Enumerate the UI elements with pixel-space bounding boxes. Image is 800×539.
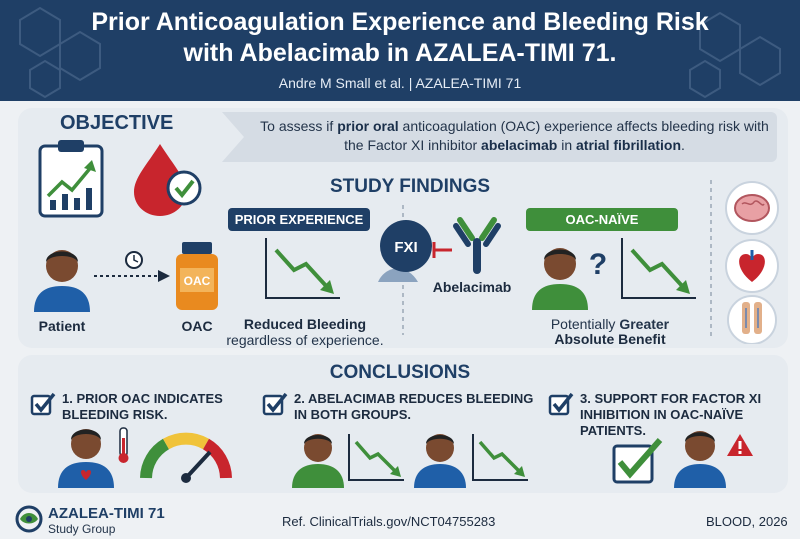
objective-heading: OBJECTIVE [60,112,174,134]
naive-declining-trend-icon [621,238,696,299]
check-box-icon [262,392,288,416]
prior-result-title: Reduced Bleeding [243,316,367,332]
legs-icon [727,295,777,344]
title-line-2: with Abelacimab in AZALEA-TIMI 71. [183,39,617,67]
blood-drop-check-icon [134,144,202,216]
prior-result-subtitle: regardless of experience. [226,332,384,348]
trend-icon-blue-group [472,434,528,481]
patient-label: Patient [38,318,86,334]
naive-patient-conclusion-icon [674,431,726,488]
findings-heading: STUDY FINDINGS [329,176,491,197]
footer-journal: BLOOD, 2026 [706,514,788,529]
heart-icon [725,239,779,293]
objective-text: To assess if prior oral anticoagulation … [252,112,777,162]
warning-icon [727,434,753,456]
prior-experience-pill: PRIOR EXPERIENCE [228,208,370,231]
naive-result-line-1: Potentially Greater [550,316,670,332]
svg-text:?: ? [589,248,607,281]
oac-bottle-label: OAC [184,274,211,288]
blue-patient-icon [414,434,466,488]
divider-right [710,180,712,340]
risk-gauge-icon [140,432,232,483]
fxi-label: FXI [394,239,417,256]
clipboard-chart-icon [38,140,104,218]
large-check-box-icon [612,438,663,484]
footer-brand: AZALEA-TIMI 71 Study Group [48,505,165,536]
objective-arrow-tab [222,112,252,162]
oac-label: OAC [181,318,213,334]
check-box-icon [30,392,56,416]
brain-icon [725,181,779,235]
patient-thermometer-icon [58,427,129,488]
fxi-antibody-icon: FXI [378,217,501,282]
declining-trend-icon [265,238,340,299]
header-banner: Prior Anticoagulation Experience and Ble… [0,0,800,101]
title-line-1: Prior Anticoagulation Experience and Ble… [91,8,709,36]
oac-bottle-icon: OAC [176,242,218,310]
oac-naive-pill: OAC-NAÏVE [526,208,678,231]
patient-icon [34,250,90,312]
naive-result-line-2: Absolute Benefit [554,331,666,347]
naive-patient-icon: ? [532,248,607,310]
study-group-logo-icon [15,505,43,533]
conclusions-heading: CONCLUSIONS [329,362,471,383]
check-box-icon [548,392,574,416]
trend-icon-green-group [348,434,404,481]
timeline-clock-icon [94,251,170,282]
abelacimab-label: Abelacimab [432,279,512,295]
authors-line: Andre M Small et al. | AZALEA-TIMI 71 [278,75,522,91]
hexagon-decoration [19,6,781,99]
green-patient-icon [292,434,344,488]
footer-reference: Ref. ClinicalTrials.gov/NCT04755283 [282,514,496,529]
